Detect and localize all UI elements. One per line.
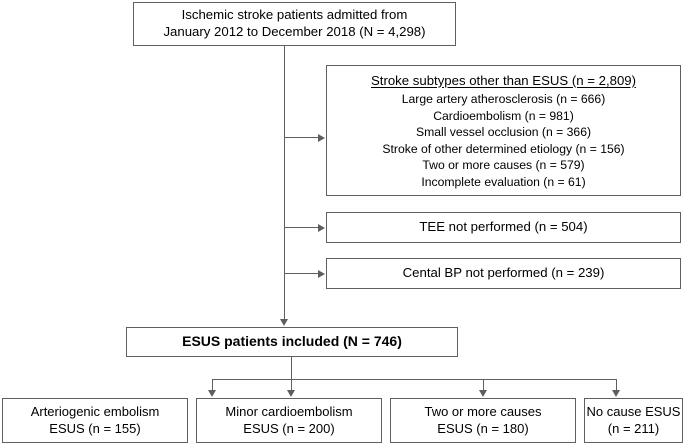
excluded-subtypes-item-3: Stroke of other determined etiology (n =… [382,141,625,156]
connector-branch-subtypes [284,137,319,139]
arrow-into-outcome-0 [208,390,217,397]
outcome-2-line1: Two or more causes [424,403,542,419]
node-outcome-no-cause-esus: No cause ESUS (n = 211) [584,398,683,443]
node-excluded-tee-not-performed: TEE not performed (n = 504) [326,212,681,243]
outcome-0-line1: Arteriogenic embolism [30,403,160,419]
outcome-2-line2: ESUS (n = 180) [437,420,529,436]
connector-main-spine [284,46,286,320]
node-excluded-central-bp-not-performed: Cental BP not performed (n = 239) [326,258,681,289]
excluded-subtypes-item-5: Incomplete evaluation (n = 61) [421,174,586,189]
excluded-subtypes-item-2: Small vessel occlusion (n = 366) [415,125,592,140]
node-total-cohort-line1: Ischemic stroke patients admitted from [181,7,408,23]
connector-branch-central-bp [284,273,319,275]
excluded-subtypes-item-4: Two or more causes (n = 579) [422,158,585,173]
outcome-0-line2: ESUS (n = 155) [49,420,141,436]
connector-drop-outcome-1 [291,379,293,391]
excluded-tee-label: TEE not performed (n = 504) [419,219,588,235]
node-outcome-arteriogenic-embolism: Arteriogenic embolism ESUS (n = 155) [2,398,188,443]
arrow-into-outcome-3 [612,390,621,397]
connector-drop-outcome-2 [483,379,485,391]
outcome-1-line1: Minor cardioembolism [225,403,353,419]
node-outcome-minor-cardioembolism: Minor cardioembolism ESUS (n = 200) [196,398,382,443]
excluded-central-bp-label: Cental BP not performed (n = 239) [402,265,605,281]
arrow-into-outcome-2 [479,390,488,397]
arrow-into-subtypes-box [318,133,325,142]
arrow-into-central-bp-box [318,269,325,278]
node-total-cohort: Ischemic stroke patients admitted from J… [133,2,456,46]
node-esus-patients-included: ESUS patients included (N = 746) [126,327,458,357]
node-outcome-two-or-more-causes: Two or more causes ESUS (n = 180) [390,398,576,443]
connector-drop-outcome-0 [212,379,214,391]
connector-branch-tee [284,227,319,229]
connector-outcome-distributor [212,379,617,381]
connector-included-stem [291,357,293,380]
arrow-into-outcome-1 [287,390,296,397]
arrow-into-tee-box [318,223,325,232]
arrow-into-included-box [280,319,289,326]
outcome-3-line2: (n = 211) [607,420,660,436]
node-total-cohort-line2: January 2012 to December 2018 (N = 4,298… [163,24,426,39]
node-excluded-stroke-subtypes: Stroke subtypes other than ESUS (n = 2,8… [326,65,681,196]
excluded-subtypes-item-1: Cardioembolism (n = 981) [433,108,574,123]
outcome-1-line2: ESUS (n = 200) [243,420,335,436]
outcome-3-line1: No cause ESUS [586,403,681,419]
excluded-subtypes-heading: Stroke subtypes other than ESUS (n = 2,8… [371,72,636,88]
excluded-subtypes-item-0: Large artery atherosclerosis (n = 666) [401,91,606,106]
connector-drop-outcome-3 [616,379,618,391]
included-label: ESUS patients included (N = 746) [182,333,402,350]
